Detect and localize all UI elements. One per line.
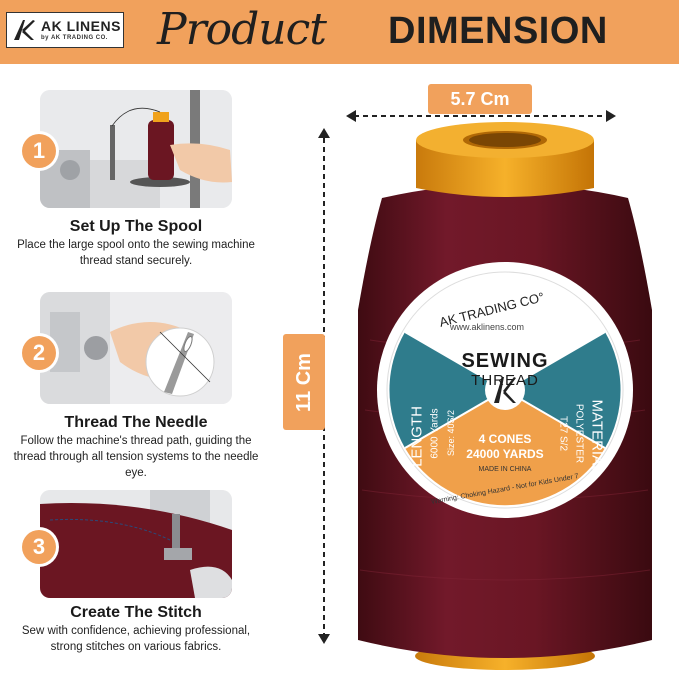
step-1-image <box>40 90 232 208</box>
width-arrow <box>346 110 616 122</box>
label-cones: 4 CONES <box>478 432 532 446</box>
width-value: 5.7 Cm <box>450 88 510 109</box>
height-dimension-label: 11 Cm <box>283 334 325 430</box>
logo-name: AK LINENS <box>41 18 121 34</box>
height-value: 11 Cm <box>292 352 315 412</box>
stitching-fabric-illustration <box>40 490 232 598</box>
step-1-title: Set Up The Spool <box>69 218 203 235</box>
spool-on-machine-illustration <box>40 90 232 208</box>
step-1-badge: 1 <box>22 134 56 168</box>
thread-spool: AK TRADING CO° www.aklinens.com SEWING T… <box>340 110 670 679</box>
label-sewing: SEWING <box>461 350 549 372</box>
threading-needle-illustration <box>40 292 232 404</box>
step-3-badge: 3 <box>22 530 56 564</box>
ak-logo-icon <box>14 20 35 40</box>
label-length-title: LENGTH <box>408 406 426 467</box>
brand-logo: AK LINENS by AK TRADING CO. <box>6 12 124 48</box>
label-made-in: MADE IN CHINA <box>478 466 532 473</box>
width-dimension-label: 5.7 Cm <box>428 84 532 114</box>
label-website: www.aklinens.com <box>450 322 525 332</box>
thread-cone-illustration <box>358 122 652 670</box>
step-2-image <box>40 292 232 404</box>
step-2-badge: 2 <box>22 336 56 370</box>
step-3-title: Create The Stitch <box>70 604 202 621</box>
label-thread: THREAD <box>471 372 539 389</box>
title-product: Product <box>157 4 327 55</box>
step-2-text: Follow the machine's thread path, guidin… <box>13 435 259 479</box>
label-total-yards: 24000 YARDS <box>466 447 544 461</box>
title-dimension: DIMENSION <box>388 10 608 52</box>
header-banner: AK LINENS by AK TRADING CO. Product DIME… <box>0 0 679 64</box>
logo-subtitle: by AK TRADING CO. <box>41 35 108 41</box>
step-3-text: Sew with confidence, achieving professio… <box>21 625 251 653</box>
step-3-image <box>40 490 232 598</box>
step-2-title: Thread The Needle <box>64 414 208 431</box>
step-1-text: Place the large spool onto the sewing ma… <box>17 239 255 267</box>
